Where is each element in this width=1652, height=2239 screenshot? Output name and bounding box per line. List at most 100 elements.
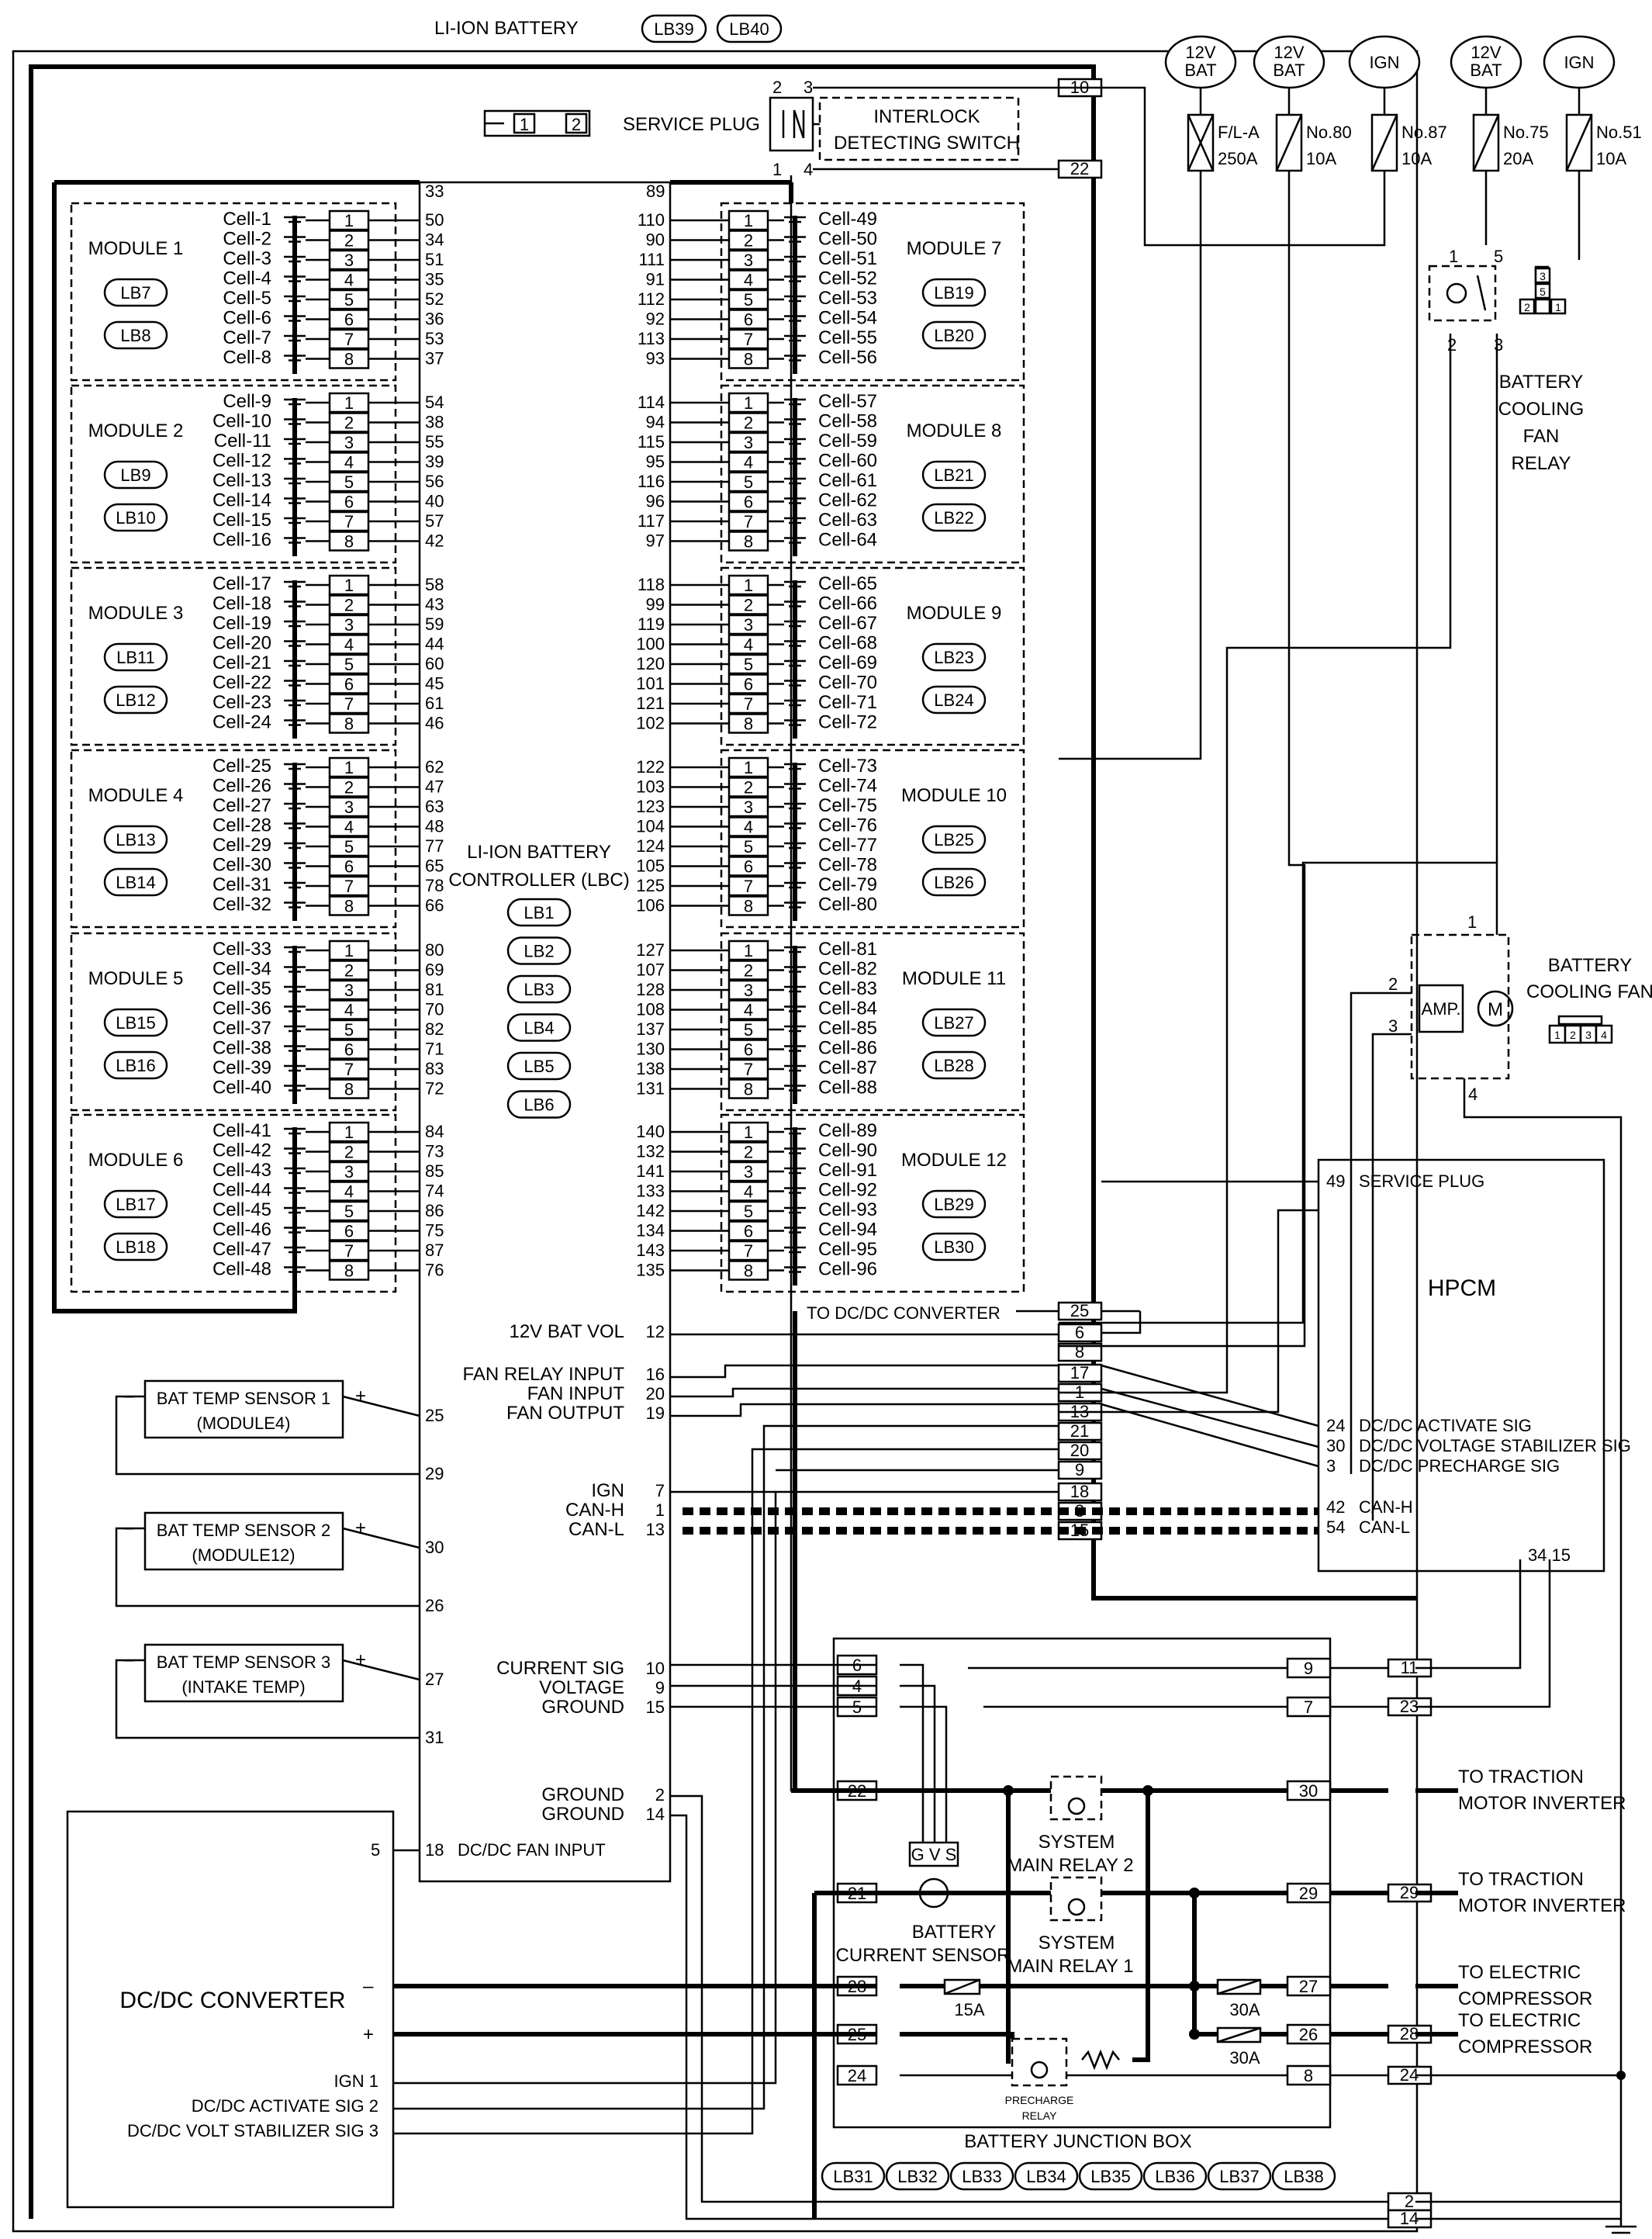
source-top: BAT — [1184, 61, 1216, 80]
lbc-pin: 40 — [425, 492, 444, 511]
cell-label: Cell-47 — [213, 1239, 271, 1260]
system-main-relay-2: SYSTEM MAIN RELAY 2 — [1007, 1775, 1134, 1876]
module-name: MODULE 2 — [88, 420, 184, 441]
cell-label: Cell-10 — [213, 411, 271, 432]
right-bus-lower — [789, 182, 797, 1791]
hpcm-pin: 54 — [1326, 1517, 1345, 1537]
lbc-connector-lb2: LB2 — [506, 936, 572, 965]
lbc-pin: 138 — [636, 1059, 665, 1078]
connector-pin: 1 — [344, 576, 354, 595]
connector-pin: 3 — [344, 433, 354, 452]
cell-label: Cell-80 — [818, 895, 877, 915]
signal-pin: 13 — [646, 1520, 665, 1539]
module-name: MODULE 9 — [907, 603, 1002, 624]
svg-text:3: 3 — [804, 78, 813, 97]
svg-text:1: 1 — [1449, 247, 1458, 266]
connector-pin: 6 — [344, 675, 354, 694]
svg-text:2: 2 — [1388, 974, 1398, 994]
lbc-pin: 112 — [638, 289, 665, 309]
connector-pin: 6 — [744, 1040, 753, 1060]
cell-label: Cell-93 — [818, 1199, 877, 1220]
module-connector-text: LB26 — [934, 873, 973, 892]
title-connector-lb40: LB40 — [716, 14, 783, 43]
module-connector-text: LB9 — [120, 465, 150, 485]
connector-pin: 3 — [344, 1162, 354, 1182]
cell-label: Cell-53 — [818, 288, 877, 309]
svg-text:BATTERY: BATTERY — [1548, 955, 1632, 976]
output-line2: MOTOR INVERTER — [1458, 1895, 1626, 1916]
connector-pin: 7 — [344, 330, 354, 349]
fuse-30a-2: 30A — [1216, 2026, 1262, 2068]
harness-pin-18: 18 — [1057, 1482, 1103, 1502]
signal-label: VOLTAGE — [539, 1677, 624, 1698]
connector-pin: 5 — [744, 290, 753, 310]
lbc-pin: 104 — [636, 817, 665, 836]
cell-label: Cell-33 — [213, 939, 271, 960]
title-connector-lb39: LB39 — [641, 14, 707, 43]
module-connector: LB27 — [921, 1008, 987, 1037]
module-connector-text: LB8 — [120, 326, 150, 345]
jb-connector-lb38: LB38 — [1271, 2161, 1336, 2191]
cell-label: Cell-67 — [818, 613, 877, 634]
source-top: 12V — [1185, 43, 1215, 62]
hpcm-pin: 49 — [1326, 1171, 1345, 1191]
lbc-pin: 86 — [425, 1201, 444, 1220]
source-top: IGN — [1369, 53, 1399, 72]
connector-pin: 4 — [744, 1001, 753, 1020]
signal-label: GROUND — [541, 1784, 624, 1805]
lbc-connector-lb3: LB3 — [506, 974, 572, 1004]
battery-pack-outline — [12, 50, 1419, 2233]
fuse-rating: 10A — [1401, 149, 1432, 168]
jb-right-pin-29: 29 — [1286, 1882, 1332, 1904]
lbc-pin: 73 — [425, 1142, 444, 1161]
harness-pin-6: 6 — [1057, 1323, 1103, 1343]
cell-label: Cell-31 — [213, 874, 271, 895]
cell-label: Cell-85 — [818, 1018, 877, 1039]
connector-pin-box — [728, 960, 769, 981]
hpcm-label: DC/DC VOLTAGE STABILIZER SIG — [1359, 1436, 1631, 1455]
connector-pin: 6 — [744, 1222, 753, 1241]
hpcm-label: CAN-L — [1359, 1517, 1410, 1537]
cell-label: Cell-12 — [213, 451, 271, 472]
module-connector: LB21 — [921, 460, 987, 490]
sensor-sub: (INTAKE TEMP) — [181, 1677, 305, 1697]
svg-text:BATTERY: BATTERY — [912, 1922, 996, 1943]
connector-pin: 1 — [744, 576, 753, 595]
harness-pin-b23: 23 — [1387, 1697, 1433, 1717]
signal-label: GROUND — [541, 1697, 624, 1718]
svg-text:5: 5 — [371, 1840, 380, 1860]
cell-label: Cell-95 — [818, 1239, 877, 1260]
module-connector-text: LB13 — [116, 830, 155, 850]
lbc-pin: 57 — [425, 511, 444, 531]
module-connector: LB20 — [921, 320, 987, 350]
lbc-pin: 117 — [638, 511, 665, 531]
connector-pin-box — [328, 471, 370, 493]
lbc-pin: 116 — [638, 472, 665, 491]
svg-text:1: 1 — [520, 115, 529, 134]
lbc-pin: 71 — [425, 1040, 444, 1059]
service-plug-switch: 2 3 1 4 — [769, 78, 814, 179]
module-connector-text: LB30 — [934, 1237, 973, 1257]
module-connector-text: LB29 — [934, 1195, 973, 1214]
connector-pin: 8 — [744, 532, 753, 552]
cell-label: Cell-54 — [818, 308, 877, 329]
connector-pin: 8 — [344, 897, 354, 916]
svg-text:COOLING: COOLING — [1498, 399, 1585, 420]
svg-text:INTERLOCK: INTERLOCK — [873, 106, 980, 127]
sensor-sub: (MODULE4) — [196, 1414, 290, 1433]
lbc-pin: 90 — [646, 230, 665, 250]
cell-label: Cell-68 — [818, 633, 877, 654]
module-8: MODULE 8LB21LB22Cell-571114Cell-58294Cel… — [638, 384, 1025, 564]
lbc-pin: 131 — [636, 1079, 665, 1099]
jb-connector-lb34: LB34 — [1014, 2161, 1079, 2191]
cell-label: Cell-63 — [818, 510, 877, 531]
cell-label: Cell-27 — [213, 795, 271, 816]
